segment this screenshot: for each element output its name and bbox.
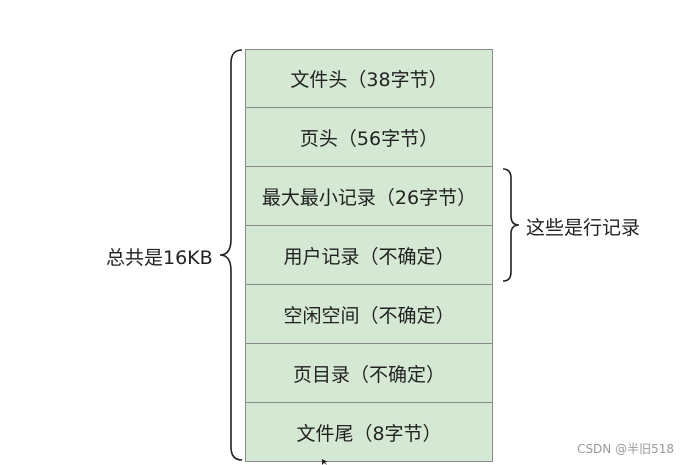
infimum-supremum-block: 最大最小记录（26字节） (245, 167, 493, 226)
page-header-block: 页头（56字节） (245, 108, 493, 167)
page-directory-block: 页目录（不确定） (245, 344, 493, 403)
total-size-brace (219, 49, 243, 461)
user-records-block: 用户记录（不确定） (245, 226, 493, 285)
csdn-watermark: CSDN @半旧518 (577, 442, 674, 456)
free-space-label: 空闲空间（不确定） (283, 304, 455, 327)
file-header-label: 文件头（38字节） (290, 69, 448, 91)
total-size-label: 总共是16KB (106, 247, 213, 269)
page-directory-label: 页目录（不确定） (292, 363, 445, 386)
free-space-block: 空闲空间（不确定） (245, 285, 493, 344)
row-records-brace (502, 168, 520, 282)
row-records-label: 这些是行记录 (526, 217, 641, 239)
page-header-label: 页头（56字节） (299, 127, 439, 150)
file-trailer-label: 文件尾（8字节） (296, 422, 442, 445)
mouse-cursor-icon (322, 459, 328, 465)
user-records-label: 用户记录（不确定） (283, 245, 455, 268)
infimum-supremum-label: 最大最小记录（26字节） (261, 186, 477, 209)
page-structure-stack: 文件头（38字节） 页头（56字节） 最大最小记录（26字节） 用户记录（不确定… (245, 49, 493, 462)
file-trailer-block: 文件尾（8字节） (245, 403, 493, 462)
file-header-block: 文件头（38字节） (245, 49, 493, 108)
